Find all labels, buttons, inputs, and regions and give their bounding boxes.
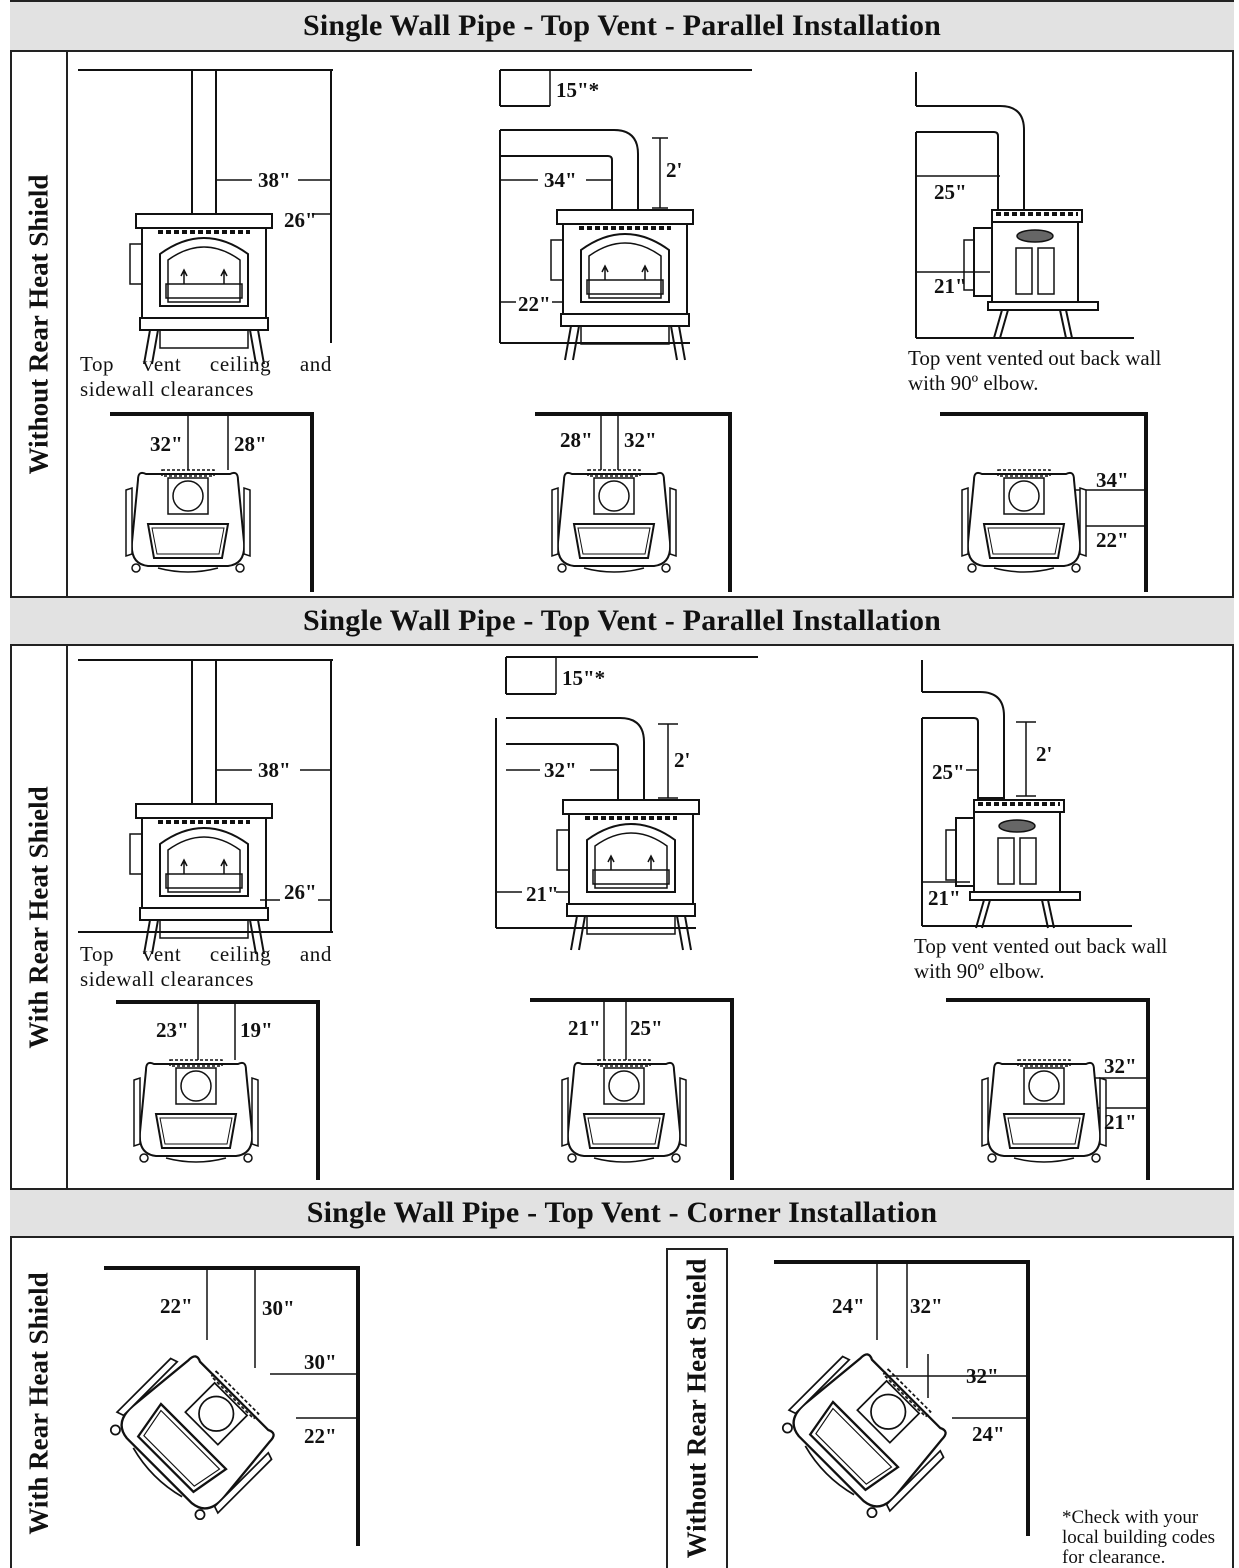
s1-plan2-dim-a: 28" — [560, 428, 593, 452]
s1-plan3-dim-a: 34" — [1096, 468, 1129, 492]
s2-dim-21: 21" — [526, 882, 559, 906]
side-divider — [66, 646, 68, 1188]
s1-plan3-dim-b: 22" — [1096, 528, 1129, 552]
s2-plan-3 — [946, 998, 1150, 1180]
footnote-line1: *Check with your — [1062, 1507, 1199, 1528]
s1-dim-22: 22" — [518, 292, 551, 316]
s3-dim-30-left: 30" — [262, 1296, 295, 1320]
s3-corner-with-shield — [102, 1266, 360, 1546]
s1-dim-21: 21" — [934, 274, 967, 298]
s3-corner-without-shield — [774, 1260, 1030, 1536]
s2-plan1-dim-b: 19" — [240, 1018, 273, 1042]
s1-dim-34: 34" — [544, 168, 577, 192]
s1-plan1-dim-a: 32" — [150, 432, 183, 456]
s1-caption-back-wall-line1: Top vent vented out back wall — [908, 346, 1162, 370]
s2-plan1-dim-a: 23" — [156, 1018, 189, 1042]
section-3-title: Single Wall Pipe - Top Vent - Corner Ins… — [10, 1188, 1234, 1238]
s2-plan-1 — [116, 1000, 320, 1180]
s2-dim-2ft-b: 2' — [1036, 742, 1053, 766]
s2-dim-2ft: 2' — [674, 748, 691, 772]
s2-dim-38: 38" — [258, 758, 291, 782]
s1-diagram-ceiling-sidewall — [78, 69, 333, 366]
s1-plan1-dim-b: 28" — [234, 432, 267, 456]
s3-dim-30-right: 30" — [304, 1350, 337, 1374]
s1-caption-ceiling-sidewall: Top vent ceiling and sidewall clearances — [80, 352, 332, 401]
s2-plan-2 — [530, 998, 734, 1180]
footnote-line2: local building codes — [1062, 1527, 1216, 1548]
s2-diagram-back-wall-elbow — [921, 660, 1132, 930]
s3-dim-22-left: 22" — [160, 1294, 193, 1318]
s2-caption-back-wall-line2: with 90º elbow. — [914, 959, 1045, 983]
s3-dim-32-right: 32" — [966, 1364, 999, 1388]
page-frame — [10, 0, 1234, 1568]
s2-dim-26: 26" — [284, 880, 317, 904]
footnote-line3: for clearance. — [1062, 1547, 1166, 1568]
s2-plan2-dim-a: 21" — [568, 1016, 601, 1040]
side-divider — [66, 52, 68, 596]
s1-plan2-dim-b: 32" — [624, 428, 657, 452]
s1-plan-2 — [535, 412, 732, 592]
s1-dim-26: 26" — [284, 208, 317, 232]
s2-dim-32: 32" — [544, 758, 577, 782]
s3-dim-22-right: 22" — [304, 1424, 337, 1448]
s2-diagram-ceiling-sidewall — [78, 659, 333, 956]
s1-dim-25: 25" — [934, 180, 967, 204]
s2-plan2-dim-b: 25" — [630, 1016, 663, 1040]
section-2-title: Single Wall Pipe - Top Vent - Parallel I… — [10, 596, 1234, 646]
s1-caption-back-wall-line2: with 90º elbow. — [908, 371, 1039, 395]
s2-dim-15: 15"* — [562, 666, 606, 690]
s2-dim-21-b: 21" — [928, 886, 961, 910]
s2-plan3-dim-b: 21" — [1104, 1110, 1137, 1134]
s3-dim-24-right: 24" — [972, 1422, 1005, 1446]
s1-dim-15: 15"* — [556, 78, 600, 102]
side-box-corner-without-shield — [666, 1248, 728, 1568]
s1-dim-2ft: 2' — [666, 158, 683, 182]
s1-dim-38: 38" — [258, 168, 291, 192]
s1-diagram-pipe-offset — [499, 69, 752, 362]
s2-diagram-pipe-offset — [495, 656, 758, 952]
s2-dim-25: 25" — [932, 760, 965, 784]
s3-dim-32-left: 32" — [910, 1294, 943, 1318]
s3-dim-24-left: 24" — [832, 1294, 865, 1318]
s1-diagram-back-wall-elbow — [915, 72, 1134, 340]
section-1-title: Single Wall Pipe - Top Vent - Parallel I… — [10, 0, 1234, 52]
s2-caption-back-wall-line1: Top vent vented out back wall — [914, 934, 1168, 958]
s1-plan-3 — [940, 412, 1148, 592]
s2-plan3-dim-a: 32" — [1104, 1054, 1137, 1078]
s2-caption-ceiling-sidewall: Top vent ceiling and sidewall clearances — [80, 942, 332, 991]
s1-plan-1 — [110, 412, 314, 592]
